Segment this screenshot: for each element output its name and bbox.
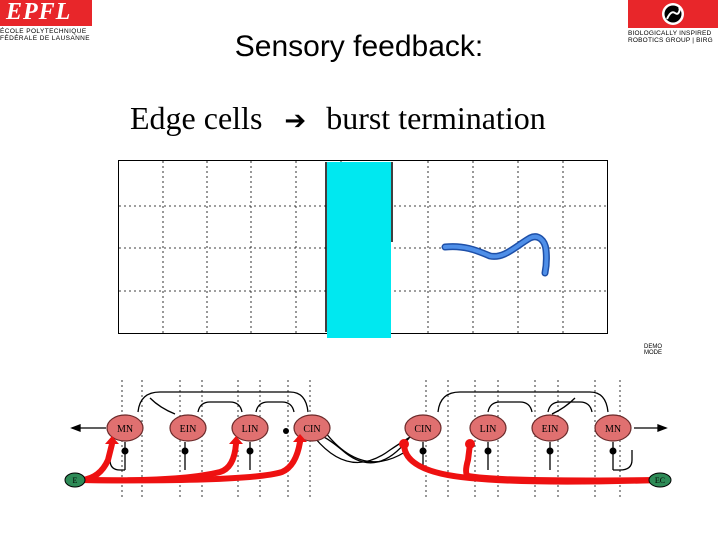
slide-subtitle: Edge cells ➔ burst termination xyxy=(130,100,546,137)
neuron-mn-left[interactable]: MN xyxy=(106,414,144,442)
feedback-connections xyxy=(79,439,663,485)
simulation-plot xyxy=(118,160,608,338)
slide-title: Sensory feedback: xyxy=(234,30,484,63)
birg-logo-line1: BIOLOGICALLY INSPIRED xyxy=(628,30,712,37)
salamander-icon xyxy=(662,3,684,25)
neuron-label: EIN xyxy=(180,424,197,435)
epfl-logo-block xyxy=(0,0,92,26)
neuron-label: LIN xyxy=(480,424,497,435)
neuron-label: LIN xyxy=(242,424,259,435)
birg-logo-line2: ROBOTICS GROUP | BIRG xyxy=(628,37,713,44)
epfl-logo-word: EPFL xyxy=(6,0,72,25)
epfl-logo: EPFL ÉCOLE POLYTECHNIQUE FÉDÉRALE DE LAU… xyxy=(0,0,92,44)
subtitle-left: Edge cells xyxy=(130,100,263,136)
water-region xyxy=(327,162,391,338)
sensor-label: EC xyxy=(655,476,665,485)
demo-label-line1: DEMO xyxy=(644,344,662,350)
birg-logo-block xyxy=(628,0,718,28)
salamander-robot xyxy=(441,233,550,277)
demo-mode-label: DEMO MODE xyxy=(644,344,662,356)
neuron-lin-right[interactable]: LIN xyxy=(469,414,507,442)
right-arrow-icon: ➔ xyxy=(284,106,307,136)
birg-logo: BIOLOGICALLY INSPIRED ROBOTICS GROUP | B… xyxy=(628,0,718,46)
neuron-label: EIN xyxy=(542,424,559,435)
neuron-cin-left[interactable]: CIN xyxy=(293,414,331,442)
sensor-label: E xyxy=(73,476,78,485)
left-neuron-chain: MN EIN LIN CIN xyxy=(106,414,331,442)
neuron-mn-right[interactable]: MN xyxy=(594,414,632,442)
edge-sensor-right[interactable]: EC xyxy=(648,472,672,488)
neuron-ein-right[interactable]: EIN xyxy=(531,414,569,442)
neuron-label: CIN xyxy=(303,424,320,435)
synapse-dots xyxy=(121,428,617,455)
neural-circuit-diagram: MN EIN LIN CIN CIN LIN EIN MN xyxy=(64,380,672,498)
neuron-label: MN xyxy=(605,424,621,435)
diagram-connections xyxy=(70,391,668,471)
neuron-cin-right[interactable]: CIN xyxy=(404,414,442,442)
right-neuron-chain: CIN LIN EIN MN xyxy=(404,414,632,442)
edge-sensor-left[interactable]: E xyxy=(64,472,86,488)
neuron-label: MN xyxy=(117,424,133,435)
subtitle-right: burst termination xyxy=(326,100,546,136)
epfl-logo-line1: ÉCOLE POLYTECHNIQUE xyxy=(0,28,87,35)
feedback-terminals xyxy=(105,434,475,449)
demo-label-line2: MODE xyxy=(644,350,662,356)
epfl-logo-line2: FÉDÉRALE DE LAUSANNE xyxy=(0,35,90,42)
neuron-lin-left[interactable]: LIN xyxy=(231,414,269,442)
neuron-label: CIN xyxy=(414,424,431,435)
neuron-ein-left[interactable]: EIN xyxy=(169,414,207,442)
